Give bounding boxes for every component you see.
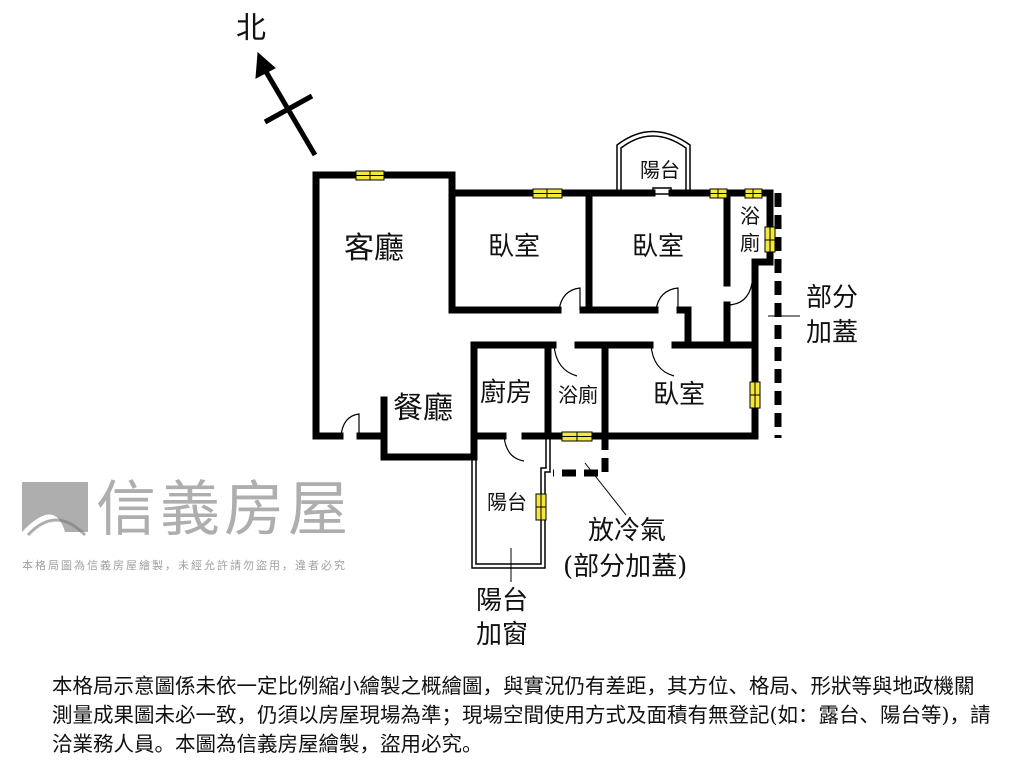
room-balcony-top: 陽台 [640,158,680,182]
balcony-window-label-line2: 加窗 [476,620,529,650]
balcony-window-label-line1: 陽台 [476,586,529,616]
room-balcony-bottom: 陽台 [487,490,527,514]
watermark-brand: 信義房屋 [96,475,352,545]
walls [312,171,774,461]
leader-lines [510,315,800,582]
extension-label-line2: 加蓋 [806,318,859,348]
window-icons [355,170,776,521]
room-bathroom-1-top: 浴 [740,204,760,228]
room-bathroom-2: 浴廁 [558,383,598,407]
room-dining: 餐廳 [393,391,453,426]
watermark-notice: 本格局圖為信義房屋繪製，未經允許請勿盜用，違者必究 [22,559,347,572]
ac-label-line2: (部分加蓋) [563,552,688,582]
extension-label-line1: 部分 [806,283,859,313]
room-bedroom-2: 臥室 [632,232,685,262]
room-bathroom-1-bottom: 廁 [740,231,760,255]
disclaimer-text: 本格局示意圖係未依一定比例縮小繪製之概繪圖，與實況仍有差距，其方位、格局、形狀等… [52,674,991,756]
north-arrow-icon [255,51,318,157]
room-kitchen: 廚房 [480,378,533,408]
door-swings [340,282,753,462]
ac-label-line1: 放冷氣 [588,516,667,546]
room-bedroom-3: 臥室 [653,380,706,410]
room-bedroom-1: 臥室 [488,232,541,262]
room-living-room: 客廳 [344,231,404,266]
compass-north-label: 北 [236,11,266,46]
